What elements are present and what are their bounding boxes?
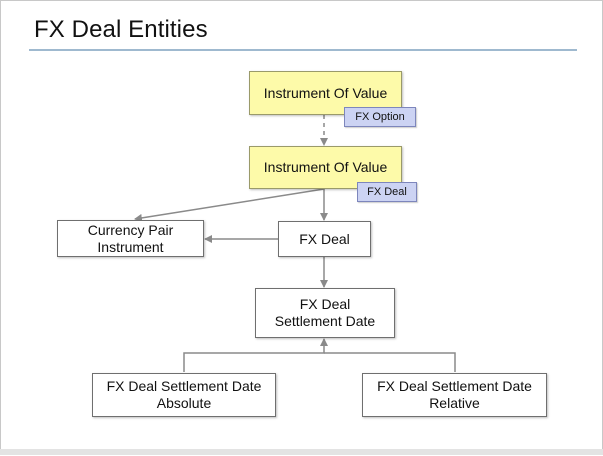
fx-deal-settlement-date-absolute-box[interactable]: FX Deal Settlement Date Absolute (92, 373, 276, 417)
node-label: Instrument Of Value (263, 159, 388, 175)
node-label: FX Deal Settlement Date (274, 296, 376, 329)
link-relative-to-settlement (324, 352, 456, 372)
currency-pair-instrument-box[interactable]: Currency Pair Instrument (57, 220, 204, 257)
node-label: FX Deal (299, 230, 350, 247)
instrument-of-value-fx-deal-box[interactable]: Instrument Of Value (249, 146, 402, 189)
node-label: Instrument Of Value (263, 84, 388, 101)
node-label: Currency Pair Instrument (87, 221, 174, 255)
node-label: FX Deal Settlement Date Absolute (106, 378, 262, 411)
fx-deal-tag: FX Deal (357, 182, 417, 202)
fx-deal-settlement-date-relative-box[interactable]: FX Deal Settlement Date Relative (362, 373, 547, 417)
node-label: FX Deal Settlement Date Relative (377, 378, 532, 411)
tag-label: FX Option (355, 111, 405, 123)
link-absolute-to-settlement (183, 338, 328, 372)
fx-deal-box[interactable]: FX Deal (278, 221, 371, 257)
tag-label: FX Deal (367, 186, 407, 198)
title-divider (29, 49, 577, 51)
fx-deal-settlement-date-box[interactable]: FX Deal Settlement Date (255, 288, 395, 338)
fx-option-tag: FX Option (344, 107, 416, 127)
bottom-strip (0, 449, 603, 455)
page-title: FX Deal Entities (34, 16, 208, 43)
link-iov-to-currency-pair (134, 188, 325, 222)
